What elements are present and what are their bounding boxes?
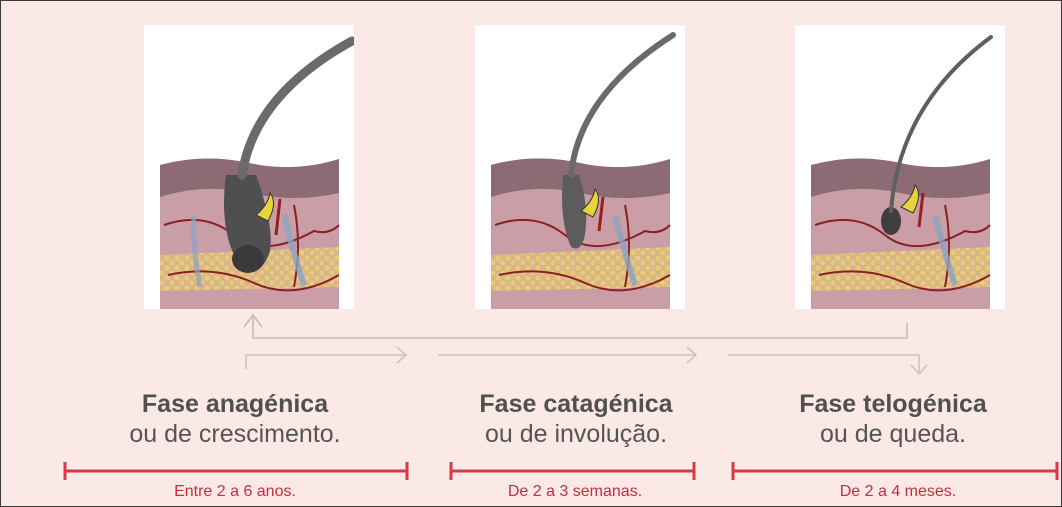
phase-duration: Entre 2 a 6 anos. xyxy=(85,483,385,501)
phase-title: Fase catagénica xyxy=(426,389,726,419)
phase-subtitle: ou de queda. xyxy=(743,419,1043,449)
phase-subtitle: ou de crescimento. xyxy=(85,419,385,449)
phase-title: Fase telogénica xyxy=(743,389,1043,419)
phase-subtitle: ou de involução. xyxy=(426,419,726,449)
anagen-illustration xyxy=(144,25,354,309)
phase-title: Fase anagénica xyxy=(85,389,385,419)
catagen-illustration xyxy=(475,25,685,309)
return-arrow xyxy=(244,315,907,338)
phase-anagen: Fase anagénica ou de crescimento. xyxy=(85,389,385,449)
phase-duration: De 2 a 3 semanas. xyxy=(425,483,725,501)
telogen-hair-follicle-image xyxy=(795,25,1005,309)
progress-arrows xyxy=(246,347,927,374)
phase-telogen: Fase telogénica ou de queda. xyxy=(743,389,1043,449)
anagen-hair-follicle-image xyxy=(144,25,354,309)
catagen-hair-follicle-image xyxy=(475,25,685,309)
phase-catagen: Fase catagénica ou de involução. xyxy=(426,389,726,449)
telogen-illustration xyxy=(795,25,1005,309)
timeline-bars xyxy=(65,462,1057,480)
phase-duration: De 2 a 4 meses. xyxy=(748,483,1048,501)
